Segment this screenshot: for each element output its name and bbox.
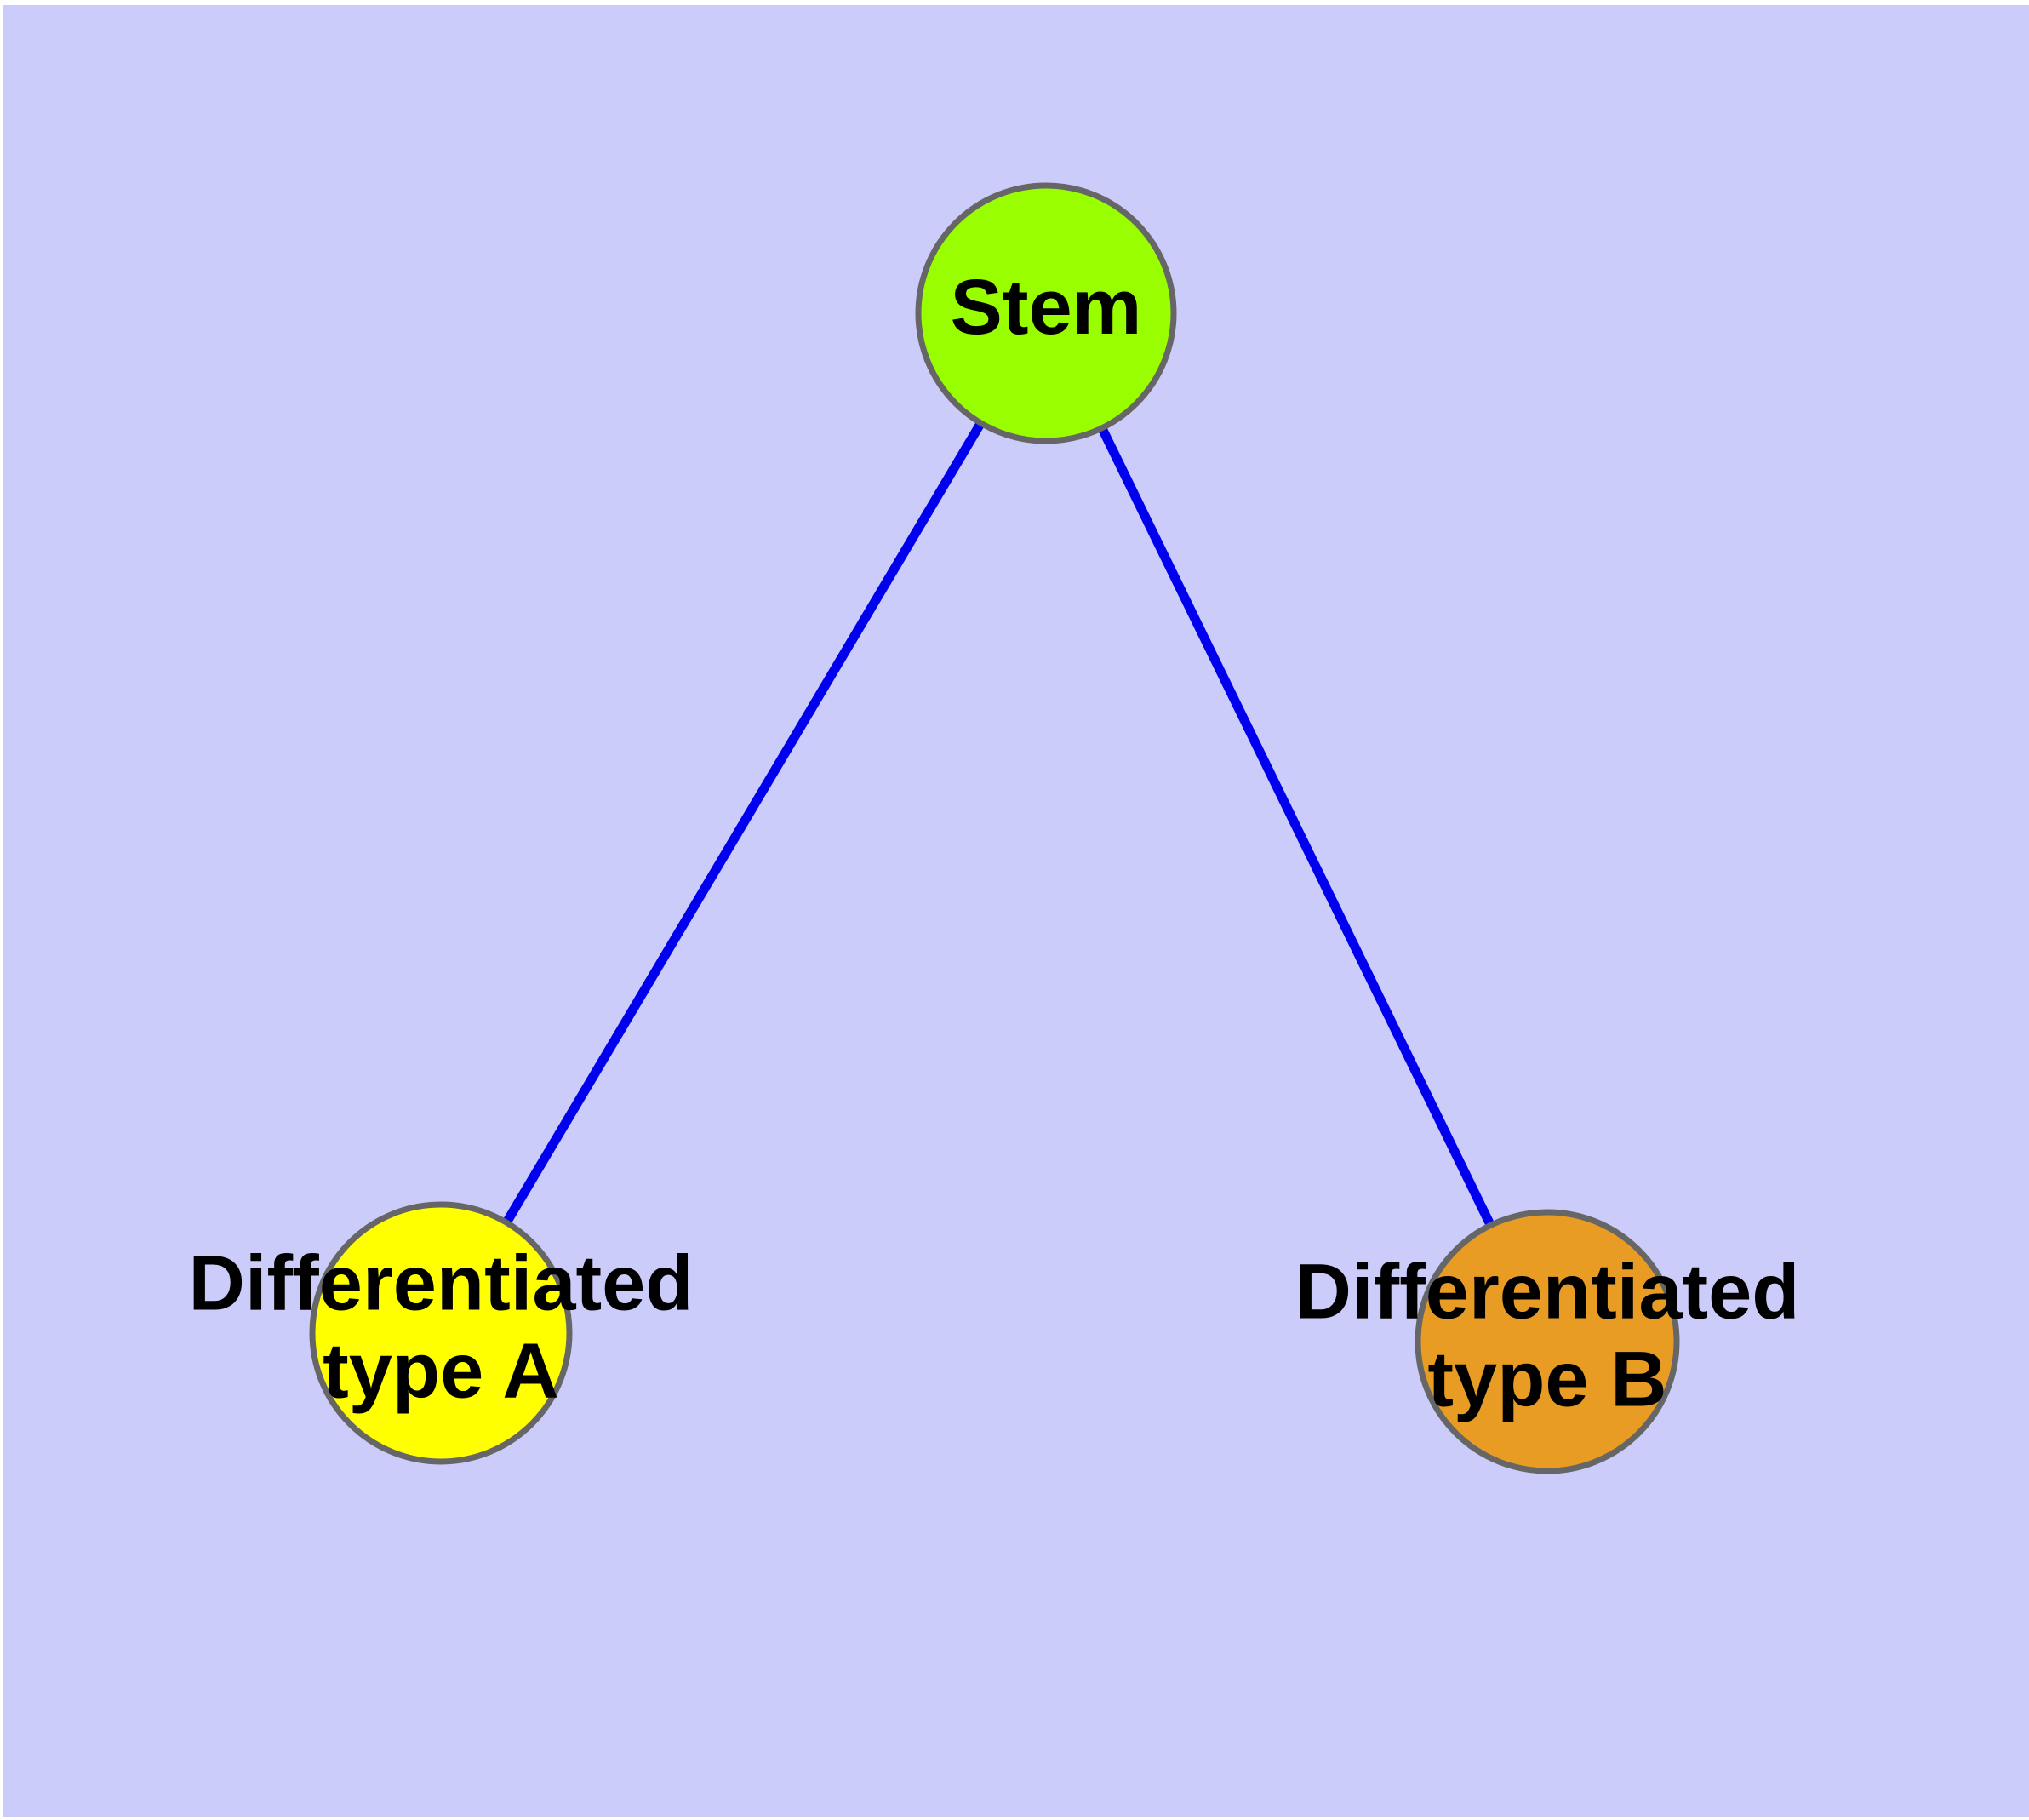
graph-node-diff_a[interactable] bbox=[309, 1201, 573, 1465]
label-line: Differentiated bbox=[1295, 1249, 1800, 1336]
label-line: type A bbox=[323, 1328, 559, 1415]
graph-node-label-stem: Stem bbox=[951, 264, 1142, 351]
node-layer bbox=[309, 182, 1680, 1474]
graph-node-diff_b[interactable] bbox=[1415, 1209, 1680, 1474]
edge-layer bbox=[437, 311, 1552, 1344]
graph-edge[interactable] bbox=[1042, 311, 1552, 1344]
label-line: Differentiated bbox=[189, 1240, 694, 1327]
label-line: type B bbox=[1427, 1336, 1666, 1423]
graph-edge[interactable] bbox=[437, 311, 1050, 1336]
label-line: Stem bbox=[951, 264, 1142, 351]
graph-node-stem[interactable] bbox=[915, 182, 1177, 444]
